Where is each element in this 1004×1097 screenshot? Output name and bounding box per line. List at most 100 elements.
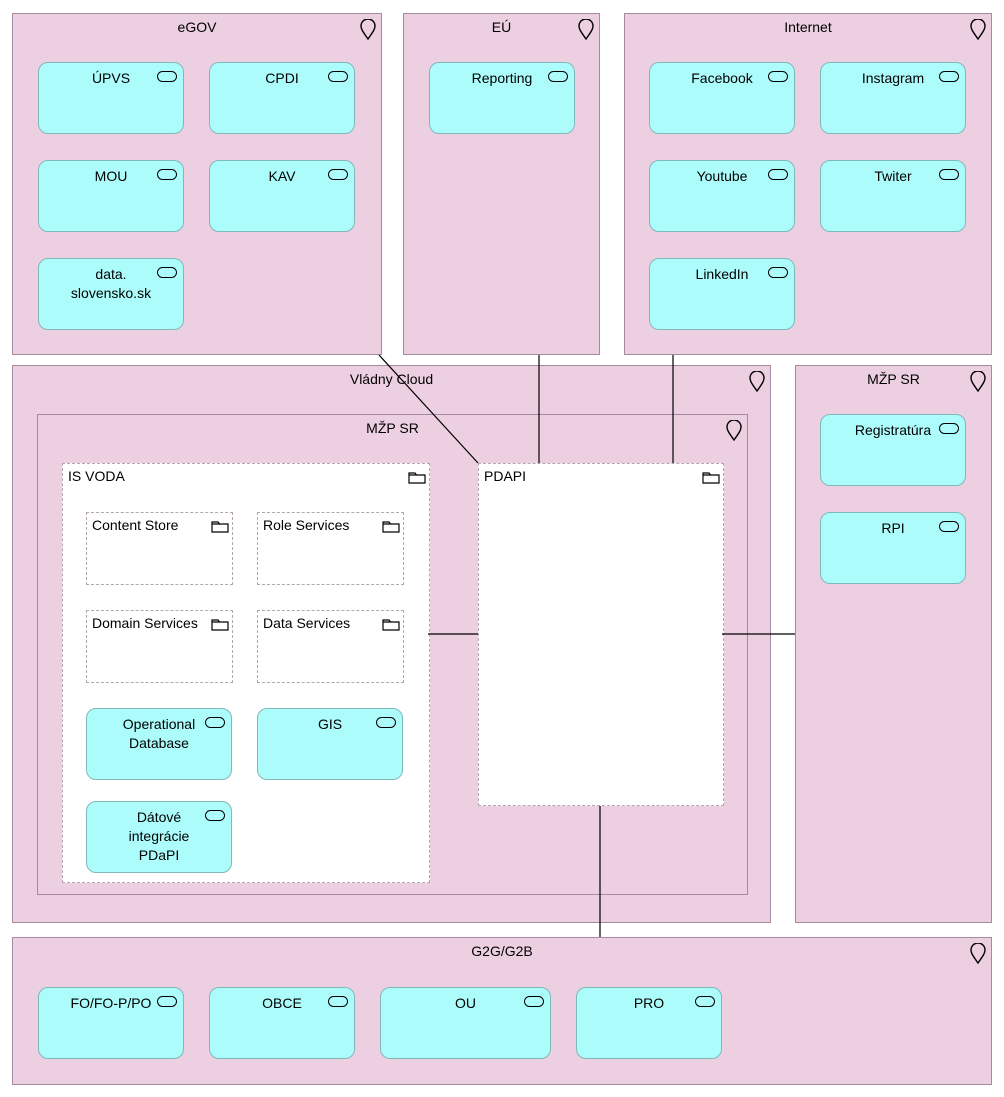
service-icon <box>695 996 715 1007</box>
folder-icon <box>382 619 400 631</box>
service-reporting[interactable]: Reporting <box>429 62 575 134</box>
service-icon <box>939 521 959 532</box>
service-instagram[interactable]: Instagram <box>820 62 966 134</box>
service-icon <box>548 71 568 82</box>
location-vladny-cloud: Vládny Cloud MŽP SR IS VODA Content Stor… <box>12 365 771 923</box>
service-label-line: Operational <box>122 716 196 732</box>
service-label: LinkedIn <box>695 266 749 282</box>
service-label: Reporting <box>471 70 533 86</box>
service-cpdi[interactable]: CPDI <box>209 62 355 134</box>
service-label: data. slovensko.sk <box>61 265 161 303</box>
service-linkedin[interactable]: LinkedIn <box>649 258 795 330</box>
location-pin-icon <box>970 19 986 41</box>
service-facebook[interactable]: Facebook <box>649 62 795 134</box>
location-pin-icon <box>726 420 742 442</box>
service-label: Youtube <box>696 168 748 184</box>
service-label-line: PDaPI <box>138 847 180 863</box>
service-label-line: Database <box>129 735 189 751</box>
service-icon <box>768 267 788 278</box>
folder-icon <box>211 619 229 631</box>
service-label: Facebook <box>691 70 753 86</box>
service-pro[interactable]: PRO <box>576 987 722 1059</box>
group-title: Domain Services <box>92 615 198 631</box>
location-title: G2G/G2B <box>471 943 533 959</box>
group-pdapi[interactable]: PDAPI <box>478 463 724 806</box>
service-icon <box>205 810 225 821</box>
service-label-line: integrácie <box>128 828 190 844</box>
service-twiter[interactable]: Twiter <box>820 160 966 232</box>
service-label: Instagram <box>861 70 925 86</box>
service-kav[interactable]: KAV <box>209 160 355 232</box>
location-pin-icon <box>749 371 765 393</box>
service-icon <box>328 71 348 82</box>
folder-icon <box>408 472 426 484</box>
group-title: PDAPI <box>484 468 527 484</box>
location-title: MŽP SR <box>867 371 920 387</box>
service-label: Twiter <box>874 168 912 184</box>
service-icon <box>768 71 788 82</box>
service-label: PRO <box>633 995 665 1011</box>
group-data-services[interactable]: Data Services <box>257 610 404 683</box>
location-title: eGOV <box>177 19 217 35</box>
folder-icon <box>211 521 229 533</box>
service-icon <box>768 169 788 180</box>
folder-icon <box>382 521 400 533</box>
group-title: Content Store <box>92 517 179 533</box>
service-icon <box>157 267 177 278</box>
service-label: MOU <box>94 168 128 184</box>
service-fo-fop-po[interactable]: FO/FO-P/PO <box>38 987 184 1059</box>
service-mou[interactable]: MOU <box>38 160 184 232</box>
service-icon <box>939 169 959 180</box>
location-title: EÚ <box>491 19 512 35</box>
location-eu: EÚ Reporting <box>403 13 600 355</box>
service-label: Operational Database <box>109 715 209 753</box>
service-label: OU <box>455 995 476 1011</box>
service-upvs[interactable]: ÚPVS <box>38 62 184 134</box>
location-pin-icon <box>970 943 986 965</box>
location-title: Internet <box>784 19 832 35</box>
service-registratura[interactable]: Registratúra <box>820 414 966 486</box>
service-obce[interactable]: OBCE <box>209 987 355 1059</box>
service-icon <box>939 423 959 434</box>
service-ou[interactable]: OU <box>380 987 551 1059</box>
service-youtube[interactable]: Youtube <box>649 160 795 232</box>
service-rpi[interactable]: RPI <box>820 512 966 584</box>
service-data-slovensko[interactable]: data. slovensko.sk <box>38 258 184 330</box>
service-icon <box>157 996 177 1007</box>
service-label: RPI <box>881 520 905 536</box>
service-label: Dátové integrácie PDaPI <box>109 808 209 865</box>
location-internet: Internet Facebook Instagram Youtube Twit… <box>624 13 992 355</box>
location-egov: eGOV ÚPVS CPDI MOU KAV data. slovensko.s… <box>12 13 382 355</box>
service-label: CPDI <box>265 70 299 86</box>
location-g2g-g2b: G2G/G2B FO/FO-P/PO OBCE OU PRO <box>12 937 992 1085</box>
service-datove-integracie[interactable]: Dátové integrácie PDaPI <box>86 801 232 873</box>
folder-icon <box>702 472 720 484</box>
group-role-services[interactable]: Role Services <box>257 512 404 585</box>
service-icon <box>205 717 225 728</box>
service-gis[interactable]: GIS <box>257 708 403 780</box>
service-icon <box>376 717 396 728</box>
service-label: FO/FO-P/PO <box>70 995 152 1011</box>
location-pin-icon <box>360 19 376 41</box>
group-domain-services[interactable]: Domain Services <box>86 610 233 683</box>
service-label-line: slovensko.sk <box>70 285 152 301</box>
location-title: MŽP SR <box>366 420 419 436</box>
service-label-line: data. <box>95 266 127 282</box>
location-mzp-right: MŽP SR Registratúra RPI <box>795 365 992 923</box>
group-title: Data Services <box>263 615 351 631</box>
location-title: Vládny Cloud <box>349 371 434 387</box>
location-pin-icon <box>970 371 986 393</box>
service-icon <box>157 71 177 82</box>
group-is-voda[interactable]: IS VODA Content Store Role Services Doma… <box>62 463 430 883</box>
service-label: Registratúra <box>854 422 932 438</box>
service-label: OBCE <box>262 995 302 1011</box>
service-icon <box>328 996 348 1007</box>
group-content-store[interactable]: Content Store <box>86 512 233 585</box>
service-label-line: Dátové <box>136 809 182 825</box>
group-title: IS VODA <box>68 468 125 484</box>
service-icon <box>328 169 348 180</box>
group-title: Role Services <box>263 517 350 533</box>
service-operational-database[interactable]: Operational Database <box>86 708 232 780</box>
service-label: KAV <box>268 168 296 184</box>
location-pin-icon <box>578 19 594 41</box>
